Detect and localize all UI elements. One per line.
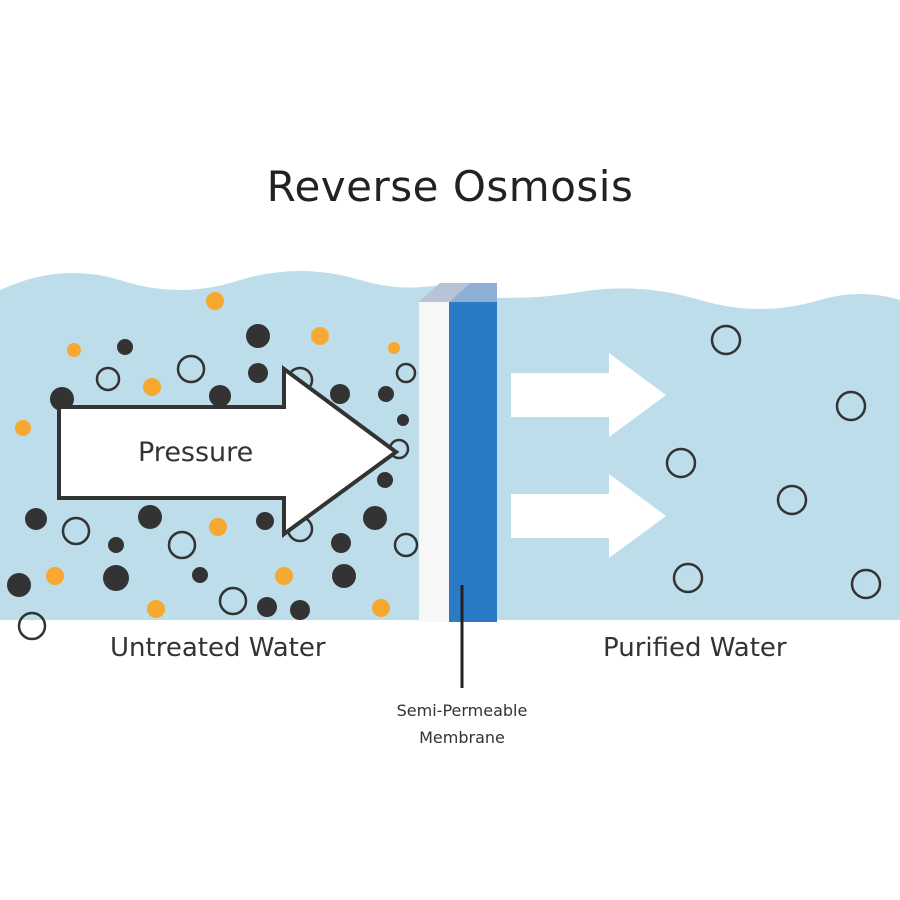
dark-particle <box>378 386 394 402</box>
hollow-particle <box>710 324 742 356</box>
orange-particle <box>46 567 64 585</box>
orange-particle <box>388 342 400 354</box>
dark-particle <box>377 472 393 488</box>
orange-particle <box>372 599 390 617</box>
dark-particle <box>138 505 162 529</box>
orange-particle <box>209 518 227 536</box>
dark-particle <box>192 567 208 583</box>
hollow-particle <box>95 366 121 392</box>
dark-particle <box>332 564 356 588</box>
flow-arrow-bottom <box>511 474 666 558</box>
dark-particle <box>117 339 133 355</box>
hollow-particle <box>850 568 882 600</box>
orange-particle <box>143 378 161 396</box>
membrane-label-line1: Semi-Permeable <box>396 701 528 720</box>
hollow-particle <box>672 562 704 594</box>
membrane-white-layer <box>419 302 449 622</box>
orange-particle <box>147 600 165 618</box>
orange-particle <box>67 343 81 357</box>
membrane-label: Semi-Permeable Membrane <box>362 697 562 751</box>
dark-particle <box>209 385 231 407</box>
membrane-top-face-blue <box>449 283 497 302</box>
dark-particle <box>397 414 409 426</box>
membrane-label-line2: Membrane <box>419 728 505 747</box>
membrane-top-face <box>419 283 470 302</box>
orange-particle <box>275 567 293 585</box>
water-area-right <box>460 288 900 620</box>
dark-particle <box>256 512 274 530</box>
orange-particle <box>15 420 31 436</box>
dark-particle <box>257 597 277 617</box>
hollow-particle <box>167 530 197 560</box>
dark-particle <box>330 384 350 404</box>
orange-particle <box>206 292 224 310</box>
hollow-particle <box>395 362 417 384</box>
dark-particle <box>248 363 268 383</box>
hollow-particle <box>61 516 91 546</box>
dark-particle <box>331 533 351 553</box>
orange-particles <box>15 292 400 618</box>
hollow-particle <box>176 354 206 384</box>
pressure-arrow <box>57 365 400 538</box>
hollow-particle <box>393 532 419 558</box>
untreated-water-label: Untreated Water <box>110 633 326 663</box>
dark-particle <box>108 537 124 553</box>
hollow-particles-right <box>665 324 882 600</box>
page-title: Reverse Osmosis <box>266 162 634 211</box>
dark-particle <box>290 600 310 620</box>
dark-particles <box>7 324 409 620</box>
dark-particle <box>246 324 270 348</box>
purified-water-label: Purified Water <box>603 633 787 663</box>
pressure-label: Pressure <box>138 437 254 468</box>
hollow-particle <box>218 586 248 616</box>
hollow-particle <box>835 390 867 422</box>
hollow-particle <box>665 447 697 479</box>
hollow-particle <box>17 611 47 641</box>
hollow-particle <box>776 484 808 516</box>
dark-particle <box>103 565 129 591</box>
dark-particle <box>25 508 47 530</box>
flow-arrow-top <box>511 353 666 437</box>
dark-particle <box>363 506 387 530</box>
orange-particle <box>311 327 329 345</box>
dark-particle <box>7 573 31 597</box>
membrane-blue-layer <box>449 302 497 622</box>
